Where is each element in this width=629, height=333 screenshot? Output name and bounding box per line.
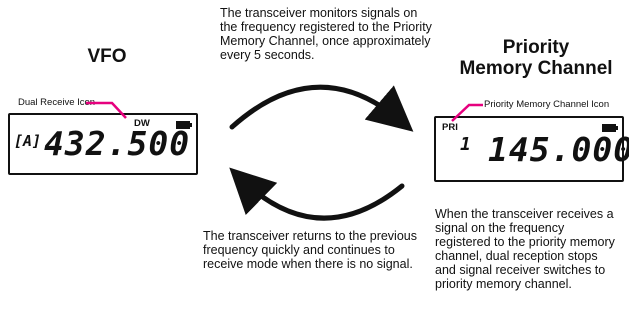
vfo-frequency: 432.500 [44,124,191,163]
bottom-left-note: The transceiver returns to the previous … [203,229,417,271]
battery-icon [176,121,192,129]
vfo-band-indicator: [A] [14,132,42,150]
priority-title-line1: Priority [502,37,570,58]
arrow-to-vfo [229,167,405,221]
priority-frequency: 145.000 [488,130,629,169]
priority-title-line2: Memory Channel [459,58,613,79]
priority-lcd-display: PRI 1 145.000 [434,116,629,182]
battery-icon [602,124,618,132]
priority-channel-number: 1 [460,134,471,155]
dual-receive-icon-callout: Dual Receive Icon [18,97,96,108]
bottom-right-note: When the transceiver receives a signal o… [435,207,615,291]
priority-icon-callout: Priority Memory Channel Icon [484,99,610,110]
dual-receive-badge: DW [134,118,150,129]
arrow-to-priority [229,84,414,132]
top-note: The transceiver monitors signals on the … [220,6,432,62]
priority-title: Priority Memory Channel [446,37,626,79]
dual-receive-callout-line [86,101,127,119]
priority-badge: PRI [442,122,458,133]
vfo-lcd-display: DW [A] 432.500 [8,113,198,175]
priority-callout-line [451,103,483,122]
vfo-title: VFO [87,46,127,67]
